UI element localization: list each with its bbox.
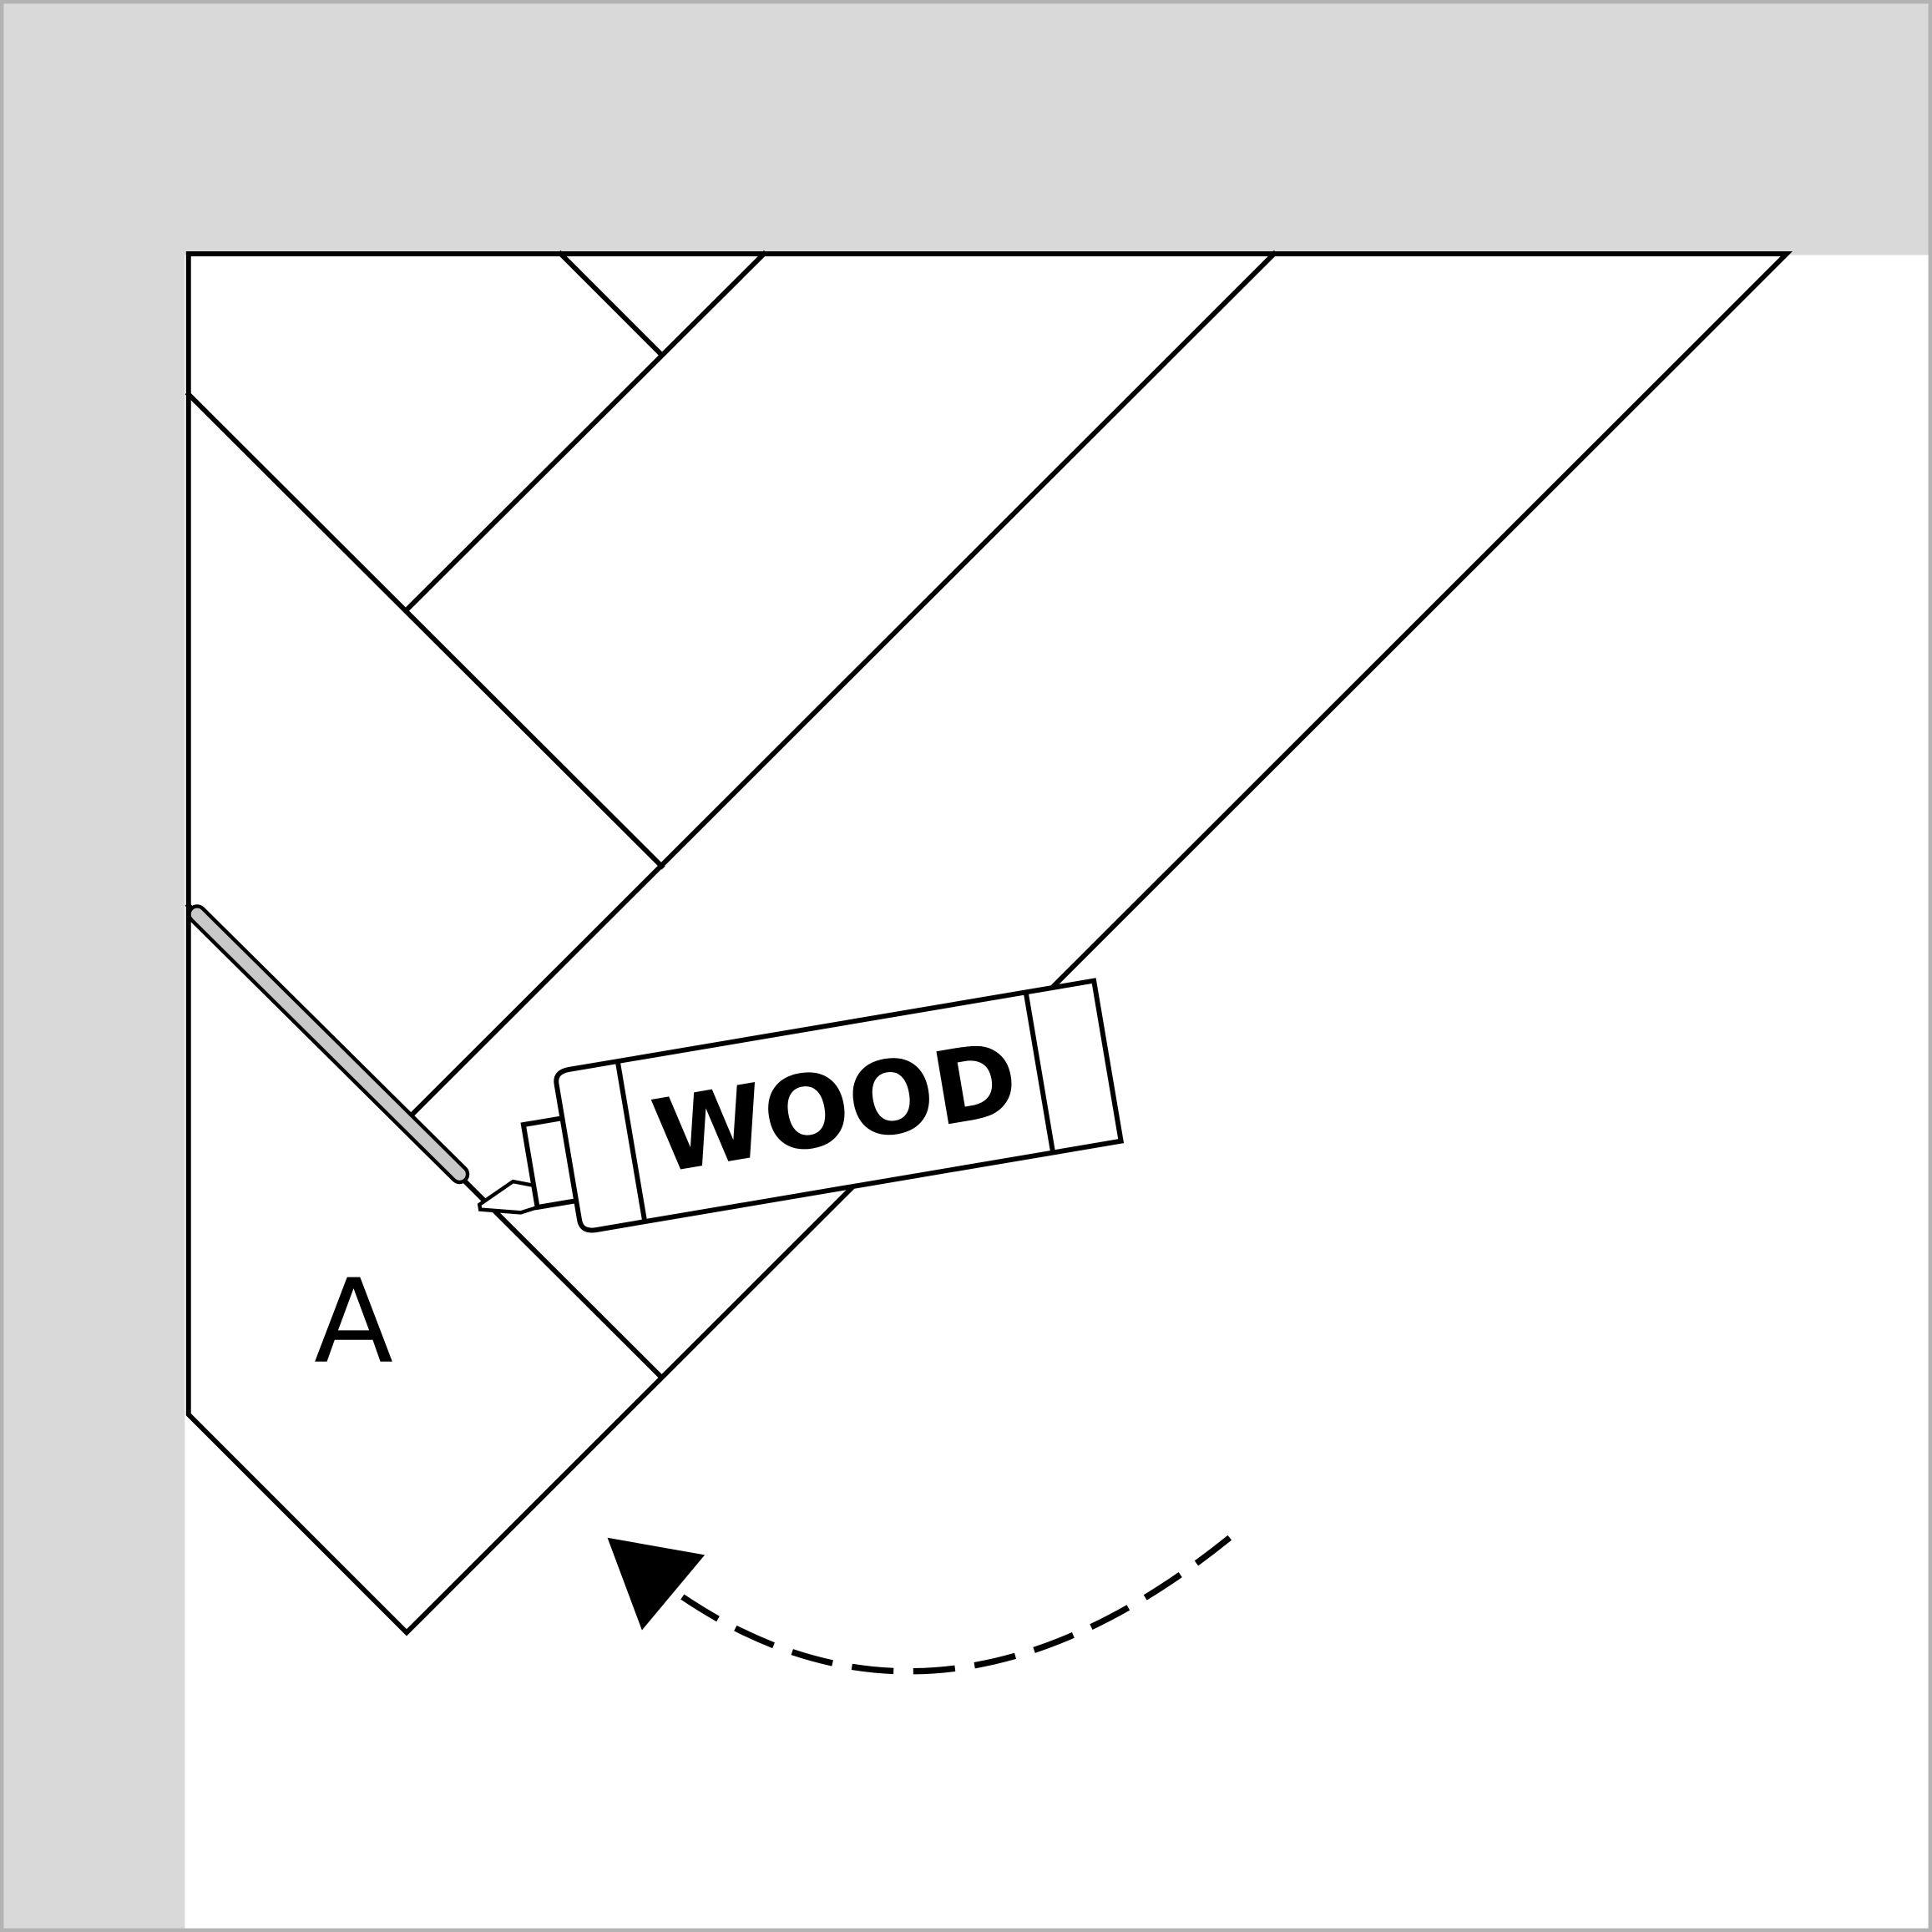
piece-label: A <box>314 1254 393 1389</box>
glue-tube-icon: WOOD <box>477 978 1125 1233</box>
piece-outline <box>185 251 1793 1636</box>
rotate-arrow-head-icon <box>607 1537 706 1631</box>
panel-line <box>402 250 768 614</box>
panel-line <box>185 391 665 870</box>
tube-divider <box>1023 991 1056 1153</box>
panel-line <box>407 250 1278 1120</box>
tube-divider <box>614 1060 648 1222</box>
tube-body <box>554 978 1125 1233</box>
rotate-arrow-path <box>673 1535 1232 1675</box>
glue-bead-fill <box>190 908 466 1181</box>
panel-line <box>557 250 665 359</box>
